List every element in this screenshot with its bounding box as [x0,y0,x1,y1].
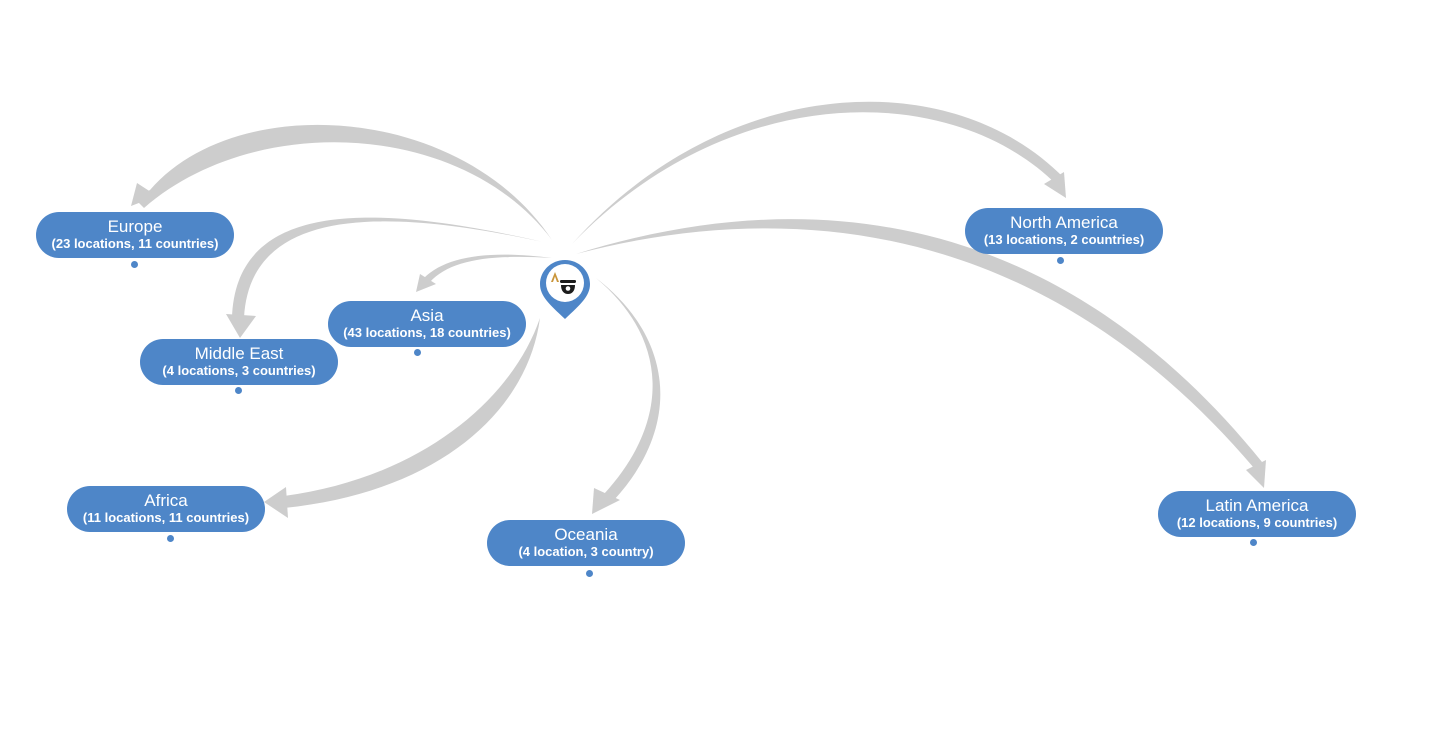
region-name: Latin America [1205,496,1309,515]
arrow-to-latin-america [576,219,1262,468]
region-stats: (12 locations, 9 countries) [1176,515,1338,530]
arrowhead-africa [264,487,288,518]
arrowhead-latin-america [1246,460,1266,488]
region-node-middle-east[interactable]: Middle East (4 locations, 3 countries) [140,339,338,385]
arrowhead-middle-east [226,314,256,338]
region-name: Middle East [194,344,284,363]
region-node-europe[interactable]: Europe (23 locations, 11 countries) [36,212,234,258]
region-stats: (23 locations, 11 countries) [51,236,219,251]
region-dot-middle-east [235,387,242,394]
region-name: North America [1010,213,1118,232]
arrowhead-europe [131,183,157,206]
region-stats: (43 locations, 18 countries) [343,325,511,340]
region-stats: (11 locations, 11 countries) [82,510,250,525]
arrowhead-asia [416,274,436,292]
region-name: Europe [107,217,163,236]
arrowhead-oceania [592,488,620,514]
company-logo-icon [551,272,576,294]
region-node-africa[interactable]: Africa (11 locations, 11 countries) [67,486,265,532]
region-dot-asia [414,349,421,356]
arrowhead-north-america [1044,172,1066,198]
region-name: Africa [144,491,188,510]
region-node-oceania[interactable]: Oceania (4 location, 3 country) [487,520,685,566]
region-dot-latin-america [1250,539,1257,546]
region-dot-europe [131,261,138,268]
region-name: Asia [410,306,444,325]
region-dot-oceania [586,570,593,577]
arrow-to-oceania [596,278,661,500]
region-node-latin-america[interactable]: Latin America (12 locations, 9 countries… [1158,491,1356,537]
region-node-north-america[interactable]: North America (13 locations, 2 countries… [965,208,1163,254]
region-stats: (13 locations, 2 countries) [983,232,1145,247]
region-dot-africa [167,535,174,542]
arrow-to-europe [134,124,552,240]
region-stats: (4 locations, 3 countries) [162,363,316,378]
region-stats: (4 location, 3 country) [518,544,654,559]
arrow-to-africa [284,318,540,508]
arrow-to-asia [424,254,552,282]
region-node-asia[interactable]: Asia (43 locations, 18 countries) [328,301,526,347]
region-dot-north-america [1057,257,1064,264]
region-name: Oceania [554,525,618,544]
location-pin-icon[interactable] [539,258,591,320]
